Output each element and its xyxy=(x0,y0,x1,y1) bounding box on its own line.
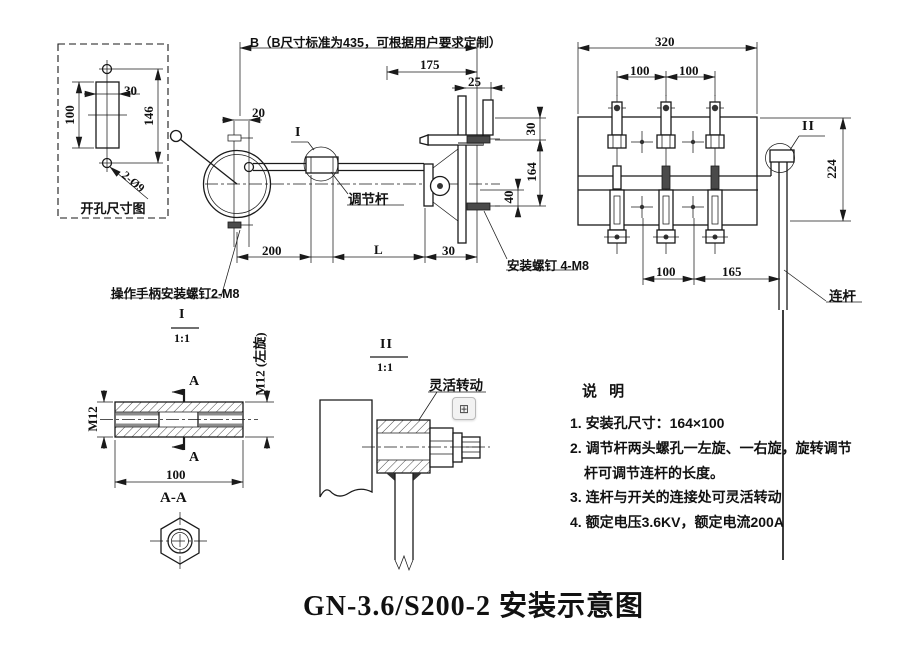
dim-m12-left-hand: M12 (左旋) xyxy=(252,332,268,396)
grid-glyph: ⊞ xyxy=(458,401,470,416)
screenshot-tool-icon[interactable]: ⊞ xyxy=(452,397,476,420)
dim-m12: M12 xyxy=(85,406,100,432)
dim-224: 224 xyxy=(824,159,839,179)
front-view xyxy=(110,42,578,299)
cutout-hole-diagram xyxy=(57,43,169,219)
dim-30-bottom: 30 xyxy=(442,243,455,258)
dim-slot-height: 100 xyxy=(62,105,77,125)
dim-40: 40 xyxy=(501,190,516,204)
notes-block: 说 明 1. 安装孔尺寸：164×100 2. 调节杆两头螺孔一左旋、一右旋，旋… xyxy=(570,380,870,535)
dim-100-bottom: 100 xyxy=(656,264,676,279)
mount-screw-label: 安装螺钉 4-M8 xyxy=(507,259,589,273)
dim-25: 25 xyxy=(468,74,481,89)
notes-heading: 说 明 xyxy=(582,383,629,400)
dim-320: 320 xyxy=(655,34,675,49)
section-mark-a-bottom: A xyxy=(189,450,201,465)
dim-30-top: 30 xyxy=(523,122,538,136)
handle-screw-label: 操作手柄安装螺钉2-M8 xyxy=(111,287,240,301)
pole-1 xyxy=(604,95,630,254)
note-line: 4. 额定电压3.6KV，额定电流200A xyxy=(570,514,784,531)
detail-ii-title: II xyxy=(380,337,393,352)
note-line: 3. 连杆与开关的连接处可灵活转动 xyxy=(570,489,782,506)
dim-hole-spacing: 146 xyxy=(141,106,156,126)
section-mark-a-top: A xyxy=(189,374,201,389)
section-title-aa: A-A xyxy=(160,490,187,506)
detail-II-section xyxy=(319,356,490,572)
adjust-rod-label: 调节杆 xyxy=(348,192,389,207)
dim-200: 200 xyxy=(262,243,282,258)
drawing-title: GN-3.6/S200-2 安装示意图 xyxy=(303,591,645,622)
dim-L: L xyxy=(374,242,383,257)
pole-3 xyxy=(702,95,728,254)
dim-175: 175 xyxy=(420,57,440,72)
note-line: 杆可调节连杆的长度。 xyxy=(584,464,724,481)
note-line: 1. 安装孔尺寸：164×100 xyxy=(570,415,725,431)
dim-b-note: B（B尺寸标准为435，可根据用户要求定制） xyxy=(250,36,502,50)
dim-165: 165 xyxy=(722,264,742,279)
switch-front-view xyxy=(577,42,862,560)
detail-ii-scale: 1:1 xyxy=(377,360,393,374)
dim-100-detail: 100 xyxy=(166,467,186,482)
dim-164: 164 xyxy=(524,162,539,182)
dim-20: 20 xyxy=(252,105,265,120)
dim-100-a: 100 xyxy=(630,63,650,78)
pole-2 xyxy=(653,95,679,254)
dim-100-b: 100 xyxy=(679,63,699,78)
note-line: 2. 调节杆两头螺孔一左旋、一右旋，旋转调节 xyxy=(570,439,852,456)
detail-i-balloon-label: I xyxy=(295,125,302,140)
detail-ii-balloon-label: II xyxy=(802,119,815,134)
detail-I-section xyxy=(97,327,274,570)
mounting-holes xyxy=(631,131,704,218)
detail-i-title: I xyxy=(179,307,186,322)
cutout-caption: 开孔尺寸图 xyxy=(80,201,146,216)
link-rod-label: 连杆 xyxy=(829,289,856,304)
dim-slot-width: 30 xyxy=(124,83,137,98)
swivel-note-label: 灵活转动 xyxy=(429,378,483,393)
detail-i-scale: 1:1 xyxy=(174,331,190,345)
